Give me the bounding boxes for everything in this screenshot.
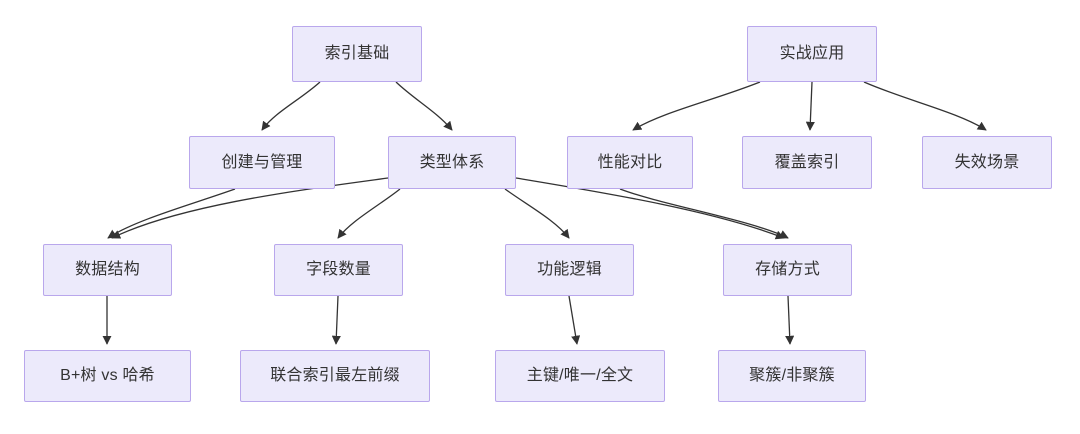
edge-n9-n13 xyxy=(331,295,341,345)
edge-n3-n8 xyxy=(107,188,236,239)
edge-n4-n9 xyxy=(337,188,401,239)
edge-n2-n6 xyxy=(805,81,815,131)
node-composite-leftmost-prefix[interactable]: 联合索引最左前缀 xyxy=(240,350,430,402)
node-covering-index[interactable]: 覆盖索引 xyxy=(742,136,872,189)
node-practical-usage[interactable]: 实战应用 xyxy=(747,26,877,82)
node-index-basics[interactable]: 索引基础 xyxy=(292,26,422,82)
node-performance-compare[interactable]: 性能对比 xyxy=(567,136,693,189)
node-data-structure[interactable]: 数据结构 xyxy=(43,244,172,296)
node-failure-scenarios[interactable]: 失效场景 xyxy=(922,136,1052,189)
node-field-count[interactable]: 字段数量 xyxy=(274,244,403,296)
edge-n4-n10 xyxy=(504,188,570,239)
edge-n1-n3 xyxy=(261,81,321,131)
node-function-logic[interactable]: 功能逻辑 xyxy=(505,244,634,296)
edge-n5-n11 xyxy=(619,188,789,239)
node-btree-vs-hash[interactable]: B+树 vs 哈希 xyxy=(24,350,191,402)
edge-n2-n7 xyxy=(863,81,987,131)
node-type-system[interactable]: 类型体系 xyxy=(388,136,516,189)
edge-n2-n5 xyxy=(632,81,761,131)
edge-n10-n14 xyxy=(568,295,581,345)
node-clustered-nonclustered[interactable]: 聚簇/非聚簇 xyxy=(718,350,866,402)
node-storage-method[interactable]: 存储方式 xyxy=(723,244,852,296)
node-create-manage[interactable]: 创建与管理 xyxy=(189,136,335,189)
edge-n1-n4 xyxy=(395,81,453,131)
node-primary-unique-fulltext[interactable]: 主键/唯一/全文 xyxy=(495,350,665,402)
edge-n11-n15 xyxy=(785,295,795,345)
